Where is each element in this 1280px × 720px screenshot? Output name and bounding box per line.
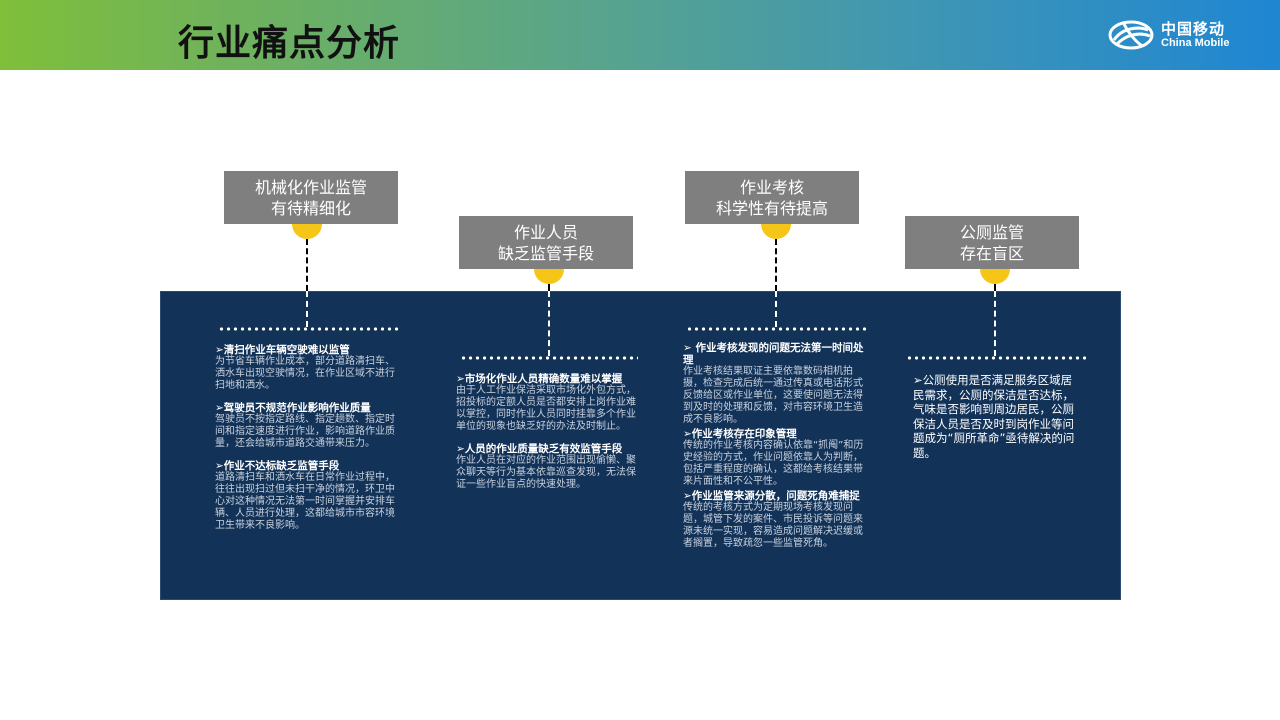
page-title: 行业痛点分析 xyxy=(178,23,401,64)
header-bar: 行业痛点分析 中国移动 China Mobile xyxy=(0,0,1280,70)
connector-dot xyxy=(292,224,322,239)
connector-line xyxy=(548,284,550,291)
label-box-toilet: 公厕监管 存在盲区 xyxy=(905,216,1079,269)
section-body: 为节省车辆作业成本，部分道路清扫车、洒水车出现空驶情况，在作业区域不进行扫地和洒… xyxy=(215,356,395,391)
connector-line xyxy=(775,239,777,291)
dotted-divider xyxy=(460,356,638,360)
logo-cn-text: 中国移动 xyxy=(1161,20,1226,38)
section-body: 道路清扫车和洒水车在日常作业过程中，往往出现扫过但未扫干净的情况，环卫中心对这种… xyxy=(215,472,395,531)
connector-line xyxy=(775,291,777,327)
connector-dot xyxy=(534,269,564,284)
column-text-toilet: ➢公厕使用是否满足服务区域居民需求，公厕的保洁是否达标，气味是否影响到周边居民，… xyxy=(913,373,1075,460)
section-heading: ➢ 作业考核发现的问题无法第一时间处理 xyxy=(683,342,864,366)
connector-dot xyxy=(980,269,1010,284)
label-line1: 作业人员 xyxy=(513,222,578,242)
section-body: 传统的考核方式为定期现场考核发现问题，城管下发的案件、市民投诉等问题来源未统一实… xyxy=(683,502,863,549)
section-body: 作业人员在对应的作业范围出现偷懒、聚众聊天等行为基本依靠巡查发现，无法保证一些作… xyxy=(456,455,636,490)
connector-line xyxy=(994,284,996,291)
section-heading: ➢清扫作业车辆空驶难以监管 xyxy=(215,344,350,356)
dotted-divider xyxy=(686,327,868,331)
content-panel xyxy=(160,291,1121,600)
label-line1: 公厕监管 xyxy=(959,222,1024,242)
connector-line xyxy=(306,239,308,291)
label-line2: 科学性有待提高 xyxy=(715,198,828,218)
label-line1: 机械化作业监管 xyxy=(254,177,367,197)
column-text-assessment: ➢ 作业考核发现的问题无法第一时间处理 作业考核结果取证主要依靠数码相机拍摄，检… xyxy=(683,342,867,550)
logo-en-text: China Mobile xyxy=(1161,37,1230,49)
section-body: 驾驶员不按指定路线、指定趟数、指定时间和指定速度进行作业，影响道路作业质量，还会… xyxy=(215,414,395,449)
label-box-mechanized: 机械化作业监管 有待精细化 xyxy=(224,171,398,224)
connector-line xyxy=(306,291,308,327)
label-line2: 存在盲区 xyxy=(959,243,1024,263)
dotted-divider xyxy=(906,356,1088,360)
section-body: 作业考核结果取证主要依靠数码相机拍摄，检查完成后统一通过传真或电话形式反馈给区或… xyxy=(683,366,863,425)
china-mobile-logo-icon xyxy=(1108,20,1154,50)
connector-line xyxy=(548,291,550,356)
label-box-personnel: 作业人员 缺乏监管手段 xyxy=(459,216,633,269)
label-line2: 有待精细化 xyxy=(270,198,351,218)
china-mobile-logo: 中国移动 China Mobile xyxy=(1108,16,1258,56)
section-heading: ➢作业不达标缺乏监管手段 xyxy=(215,460,340,472)
connector-dot xyxy=(761,224,791,239)
section-heading: ➢人员的作业质量缺乏有效监管手段 xyxy=(456,443,623,455)
column-text-mechanized: ➢清扫作业车辆空驶难以监管 为节省车辆作业成本，部分道路清扫车、洒水车出现空驶情… xyxy=(215,344,398,532)
section-body: 传统的作业考核内容确认依靠“抓阄”和历史经验的方式，作业问题依靠人为判断，包括严… xyxy=(683,440,864,487)
section-heading: ➢驾驶员不规范作业影响作业质量 xyxy=(215,402,371,414)
section-body: 由于人工作业保洁采取市场化外包方式，招投标的定额人员是否都安排上岗作业难以掌控，… xyxy=(456,385,636,432)
label-box-assessment: 作业考核 科学性有待提高 xyxy=(685,171,859,224)
section-heading: ➢市场化作业人员精确数量难以掌握 xyxy=(456,373,623,385)
dotted-divider xyxy=(218,327,400,331)
section-heading: ➢作业监管来源分散，问题死角难捕捉 xyxy=(683,490,860,502)
section-heading: ➢作业考核存在印象管理 xyxy=(683,428,797,440)
label-line1: 作业考核 xyxy=(739,177,804,197)
label-line2: 缺乏监管手段 xyxy=(497,243,594,263)
column-text-personnel: ➢市场化作业人员精确数量难以掌握 由于人工作业保洁采取市场化外包方式，招投标的定… xyxy=(456,373,638,491)
connector-line xyxy=(994,291,996,356)
